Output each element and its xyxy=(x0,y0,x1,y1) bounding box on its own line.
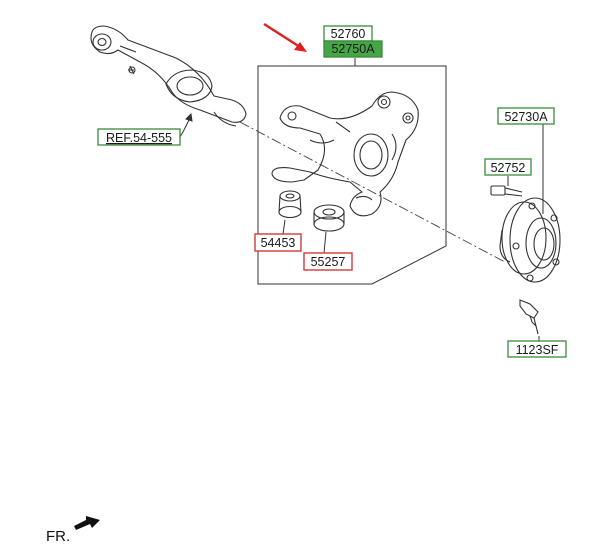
hub-leaders xyxy=(507,123,544,341)
label-ref-text: REF.54-555 xyxy=(106,131,172,145)
label-52750a-text: 52750A xyxy=(331,42,375,56)
label-52752[interactable]: 52752 xyxy=(484,158,532,176)
label-55257-text: 55257 xyxy=(311,255,346,269)
pointer-arrow xyxy=(263,22,307,52)
label-ref-54-555[interactable]: REF.54-555 xyxy=(97,128,181,146)
label-52730a-text: 52730A xyxy=(504,110,548,124)
trailing-arm xyxy=(90,25,247,127)
label-52730a[interactable]: 52730A xyxy=(497,107,555,125)
bushing-54453 xyxy=(278,190,302,219)
label-54453-text: 54453 xyxy=(261,236,296,250)
assembly-axis-line xyxy=(239,121,506,263)
label-54453[interactable]: 54453 xyxy=(254,233,302,252)
label-55257[interactable]: 55257 xyxy=(303,252,353,271)
label-52752-text: 52752 xyxy=(491,161,526,175)
knuckle xyxy=(271,91,419,217)
hub-bolt-52752 xyxy=(490,185,523,197)
bushing-55257 xyxy=(313,204,345,232)
front-arrow-icon xyxy=(74,516,100,530)
label-52760[interactable]: 52760 xyxy=(323,25,373,42)
label-52750a[interactable]: 52750A xyxy=(323,40,383,58)
label-1123sf-text: 1123SF xyxy=(516,343,559,357)
ref-leader xyxy=(179,112,193,138)
label-52760-text: 52760 xyxy=(331,27,366,41)
bushing-leaders xyxy=(282,219,327,254)
label-1123sf[interactable]: 1123SF xyxy=(507,340,567,358)
hub-mount-bolt-1123sf xyxy=(519,299,539,335)
front-direction-indicator: FR. xyxy=(46,516,100,545)
front-direction-label: FR. xyxy=(46,528,70,545)
hub-assembly xyxy=(499,197,561,283)
